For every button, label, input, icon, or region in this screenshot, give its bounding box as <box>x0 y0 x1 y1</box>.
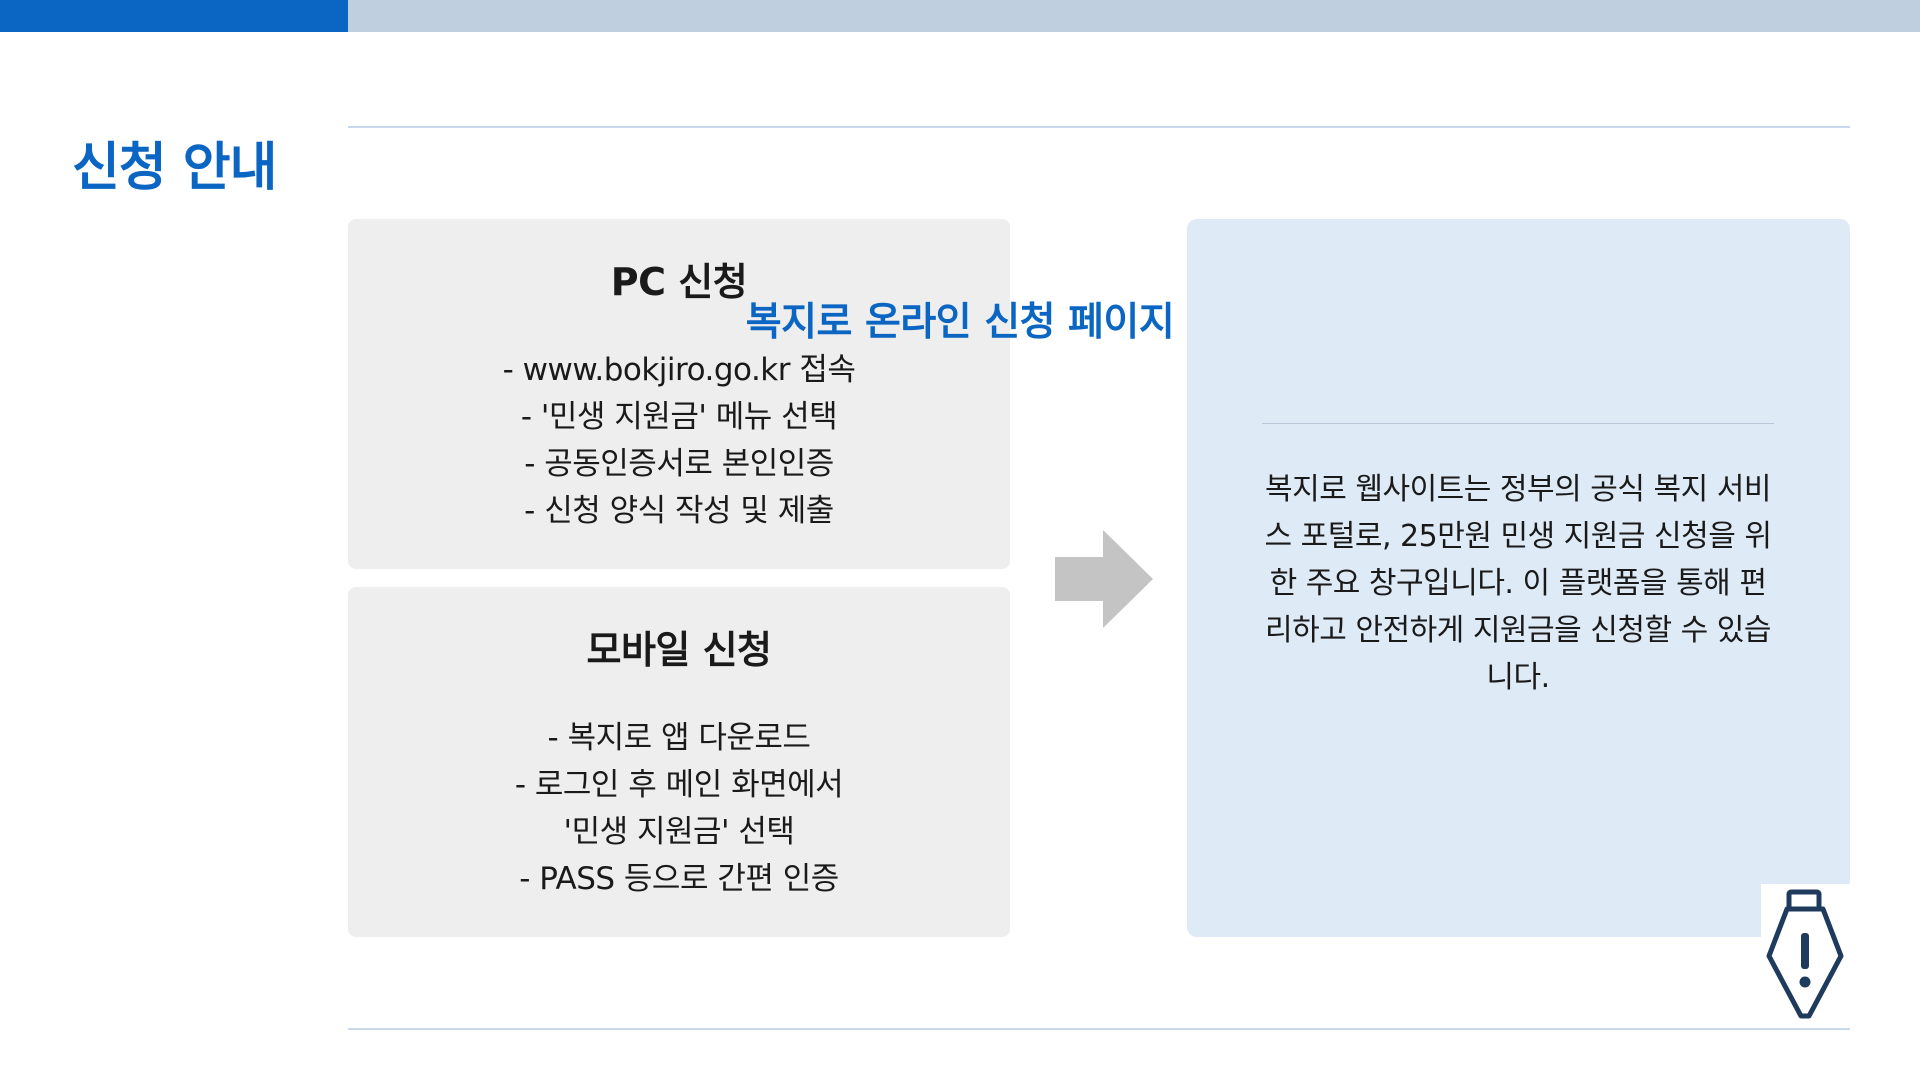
online-application-info-card <box>1187 219 1850 937</box>
pc-application-card: PC 신청 - www.bokjiro.go.kr 접속 - '민생 지원금' … <box>348 219 1010 569</box>
top-bar <box>348 0 1920 32</box>
top-accent-bar <box>0 0 348 32</box>
mobile-steps-list: - 복지로 앱 다운로드 - 로그인 후 메인 화면에서 '민생 지원금' 선택… <box>348 715 1010 903</box>
bottom-divider <box>348 1028 1850 1030</box>
pc-step: - 공동인증서로 본인인증 <box>524 446 834 482</box>
info-card-title: 복지로 온라인 신청 페이지 <box>745 300 1175 345</box>
pc-step: - '민생 지원금' 메뉴 선택 <box>520 399 838 435</box>
pc-step: - www.bokjiro.go.kr 접속 <box>502 352 856 388</box>
mobile-step: - 로그인 후 메인 화면에서 <box>514 767 844 803</box>
section-title: 신청 안내 <box>72 138 277 198</box>
pc-steps-list: - www.bokjiro.go.kr 접속 - '민생 지원금' 메뉴 선택 … <box>348 347 1010 535</box>
pc-card-title: PC 신청 <box>610 260 748 304</box>
mobile-step: - PASS 등으로 간편 인증 <box>519 861 839 897</box>
info-card-body: 복지로 웹사이트는 정부의 공식 복지 서비스 포털로, 25만원 민생 지원금… <box>1264 472 1772 695</box>
info-divider <box>1262 423 1774 424</box>
right-arrow-icon <box>1055 530 1153 628</box>
top-divider <box>348 126 1850 128</box>
mobile-step: - 복지로 앱 다운로드 <box>547 720 811 756</box>
mobile-step: '민생 지원금' 선택 <box>563 814 795 850</box>
mobile-card-title: 모바일 신청 <box>586 628 772 672</box>
mobile-application-card: 모바일 신청 - 복지로 앱 다운로드 - 로그인 후 메인 화면에서 '민생 … <box>348 587 1010 937</box>
fountain-pen-alert-icon <box>1761 884 1850 1022</box>
pc-step: - 신청 양식 작성 및 제출 <box>524 493 834 529</box>
